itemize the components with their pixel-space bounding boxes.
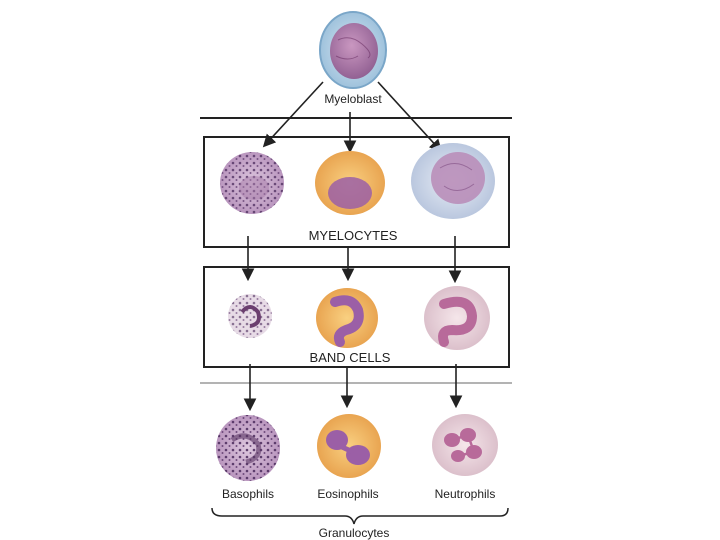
basophils-label: Basophils — [222, 487, 274, 501]
eosinophils-label: Eosinophils — [317, 487, 378, 501]
basophil-band-cell — [228, 294, 272, 338]
eosinophil-band-cell — [316, 288, 378, 348]
granulocytes-label: Granulocytes — [319, 526, 390, 540]
arrow-myeloblast-to-basophilic-myelocyte — [262, 81, 324, 148]
neutrophil-band-cell — [424, 286, 490, 350]
neutrophilic-myelocyte-cell — [411, 143, 495, 219]
myeloblast-cell — [319, 11, 387, 89]
myelocytes-label: MYELOCYTES — [309, 228, 398, 243]
basophil-cell — [216, 415, 280, 481]
neutrophils-label: Neutrophils — [435, 487, 496, 501]
neutrophil-cell — [432, 414, 498, 476]
myeloblast-label: Myeloblast — [324, 92, 382, 106]
band-cells-box — [203, 266, 510, 368]
myelocytes-box — [203, 136, 510, 248]
granulocytes-bracket — [211, 507, 509, 525]
arrow-myeloblast-to-neutrophilic-myelocyte — [377, 81, 443, 153]
band-cells-label: BAND CELLS — [310, 350, 391, 365]
eosinophil-cell — [317, 414, 381, 478]
basophilic-myelocyte-cell — [220, 152, 284, 214]
eosinophilic-myelocyte-cell — [315, 151, 385, 215]
